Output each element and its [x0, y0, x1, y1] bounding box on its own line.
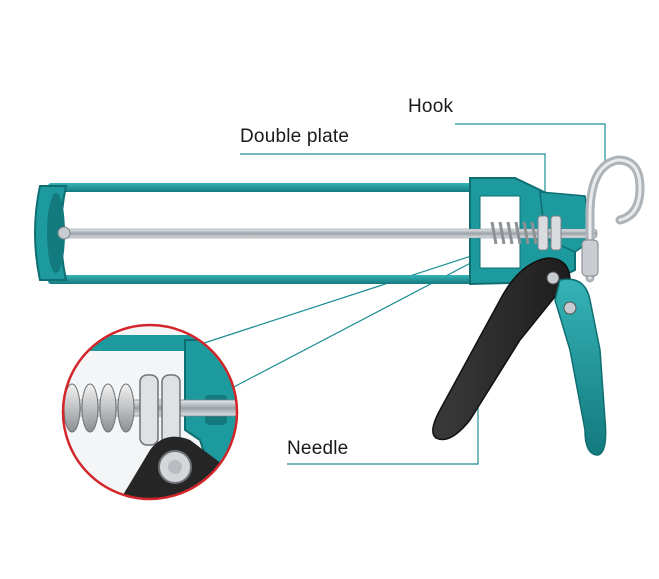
double-plate-label: Double plate	[240, 126, 350, 147]
spring-icon	[490, 221, 538, 245]
zoom-spring-icon	[63, 383, 135, 433]
trigger-handle-icon	[432, 257, 571, 441]
double-plate-icon	[537, 215, 562, 251]
zoom-leader-upper	[197, 244, 506, 346]
zoom-double-plate-icon	[139, 374, 181, 446]
needle-label: Needle	[287, 438, 349, 459]
hook-icon	[581, 155, 645, 283]
plunger-rod	[57, 226, 598, 240]
zoom-leader-lower	[227, 244, 506, 391]
hook-label: Hook	[408, 96, 454, 117]
zoom-inset	[61, 323, 239, 501]
rear-grip-icon	[554, 278, 607, 456]
hook-leader-line	[455, 123, 606, 162]
